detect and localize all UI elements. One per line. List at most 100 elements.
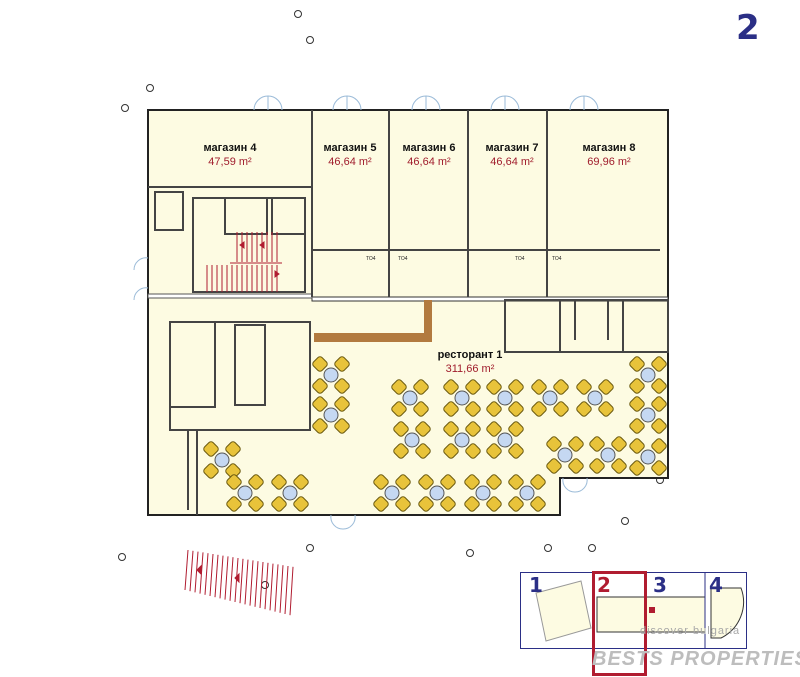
- table: [402, 390, 418, 406]
- door[interactable]: [583, 95, 599, 111]
- table: [454, 390, 470, 406]
- table-set: [486, 421, 524, 459]
- chair: [464, 496, 480, 512]
- watermark-text: discover bulgaria: [640, 625, 741, 637]
- panel-label: ТО4: [398, 256, 408, 262]
- shop-8-label: магазин 8: [583, 142, 636, 154]
- chair: [651, 396, 667, 412]
- chair: [486, 379, 502, 395]
- minimap-floor-1[interactable]: 1: [529, 573, 543, 597]
- chair: [443, 401, 459, 417]
- door[interactable]: [504, 95, 520, 111]
- panel-label: ТО4: [515, 256, 525, 262]
- column: [146, 84, 154, 92]
- table-set: [391, 379, 429, 417]
- table: [384, 485, 400, 501]
- chair: [589, 436, 605, 452]
- chair: [508, 496, 524, 512]
- chair: [486, 401, 502, 417]
- chair: [465, 443, 481, 459]
- door[interactable]: [569, 95, 585, 111]
- shop-5-area: 46,64 m²: [328, 156, 372, 168]
- column: [306, 36, 314, 44]
- table-set: [531, 379, 569, 417]
- door[interactable]: [425, 95, 441, 111]
- door[interactable]: [330, 514, 344, 530]
- chair: [465, 379, 481, 395]
- table-set: [312, 396, 350, 434]
- table: [475, 485, 491, 501]
- table-set: [464, 474, 502, 512]
- table: [640, 367, 656, 383]
- shop-7-label: магазин 7: [486, 142, 539, 154]
- door[interactable]: [133, 257, 149, 271]
- table-set: [393, 421, 431, 459]
- staircase: [206, 232, 282, 292]
- chair: [312, 418, 328, 434]
- chair: [508, 474, 524, 490]
- door[interactable]: [267, 95, 283, 111]
- chair: [418, 496, 434, 512]
- table: [429, 485, 445, 501]
- column: [544, 544, 552, 552]
- table: [497, 390, 513, 406]
- column: [121, 104, 129, 112]
- chair: [629, 460, 645, 476]
- chair: [651, 356, 667, 372]
- chair: [611, 458, 627, 474]
- door[interactable]: [490, 95, 506, 111]
- door[interactable]: [411, 95, 427, 111]
- minimap-floor-3[interactable]: 3: [653, 573, 667, 597]
- chair: [530, 496, 546, 512]
- chair: [271, 496, 287, 512]
- chair: [576, 379, 592, 395]
- chair: [651, 418, 667, 434]
- table: [282, 485, 298, 501]
- table-set: [508, 474, 546, 512]
- table: [600, 447, 616, 463]
- chair: [440, 496, 456, 512]
- chair: [629, 418, 645, 434]
- door[interactable]: [253, 95, 269, 111]
- chair: [312, 378, 328, 394]
- shop-5-label: магазин 5: [324, 142, 377, 154]
- table-set: [373, 474, 411, 512]
- door[interactable]: [574, 477, 588, 493]
- chair: [443, 379, 459, 395]
- chair: [464, 474, 480, 490]
- door[interactable]: [346, 95, 362, 111]
- table-set: [629, 396, 667, 434]
- corridor-divider: [147, 293, 313, 299]
- chair: [651, 460, 667, 476]
- door[interactable]: [332, 95, 348, 111]
- chair: [629, 356, 645, 372]
- table: [214, 452, 230, 468]
- chair: [312, 396, 328, 412]
- door[interactable]: [133, 287, 149, 301]
- minimap-floor-2[interactable]: 2: [597, 573, 611, 597]
- minimap-selected-frame: [592, 571, 647, 676]
- table-set: [443, 379, 481, 417]
- chair: [598, 401, 614, 417]
- chair: [611, 436, 627, 452]
- chair: [312, 356, 328, 372]
- door[interactable]: [562, 477, 576, 493]
- chair: [553, 379, 569, 395]
- chair: [486, 496, 502, 512]
- table: [640, 407, 656, 423]
- table-set: [203, 441, 241, 479]
- chair: [395, 496, 411, 512]
- exterior-staircase: [184, 549, 294, 616]
- table: [640, 449, 656, 465]
- minimap-floor-4[interactable]: 4: [709, 573, 723, 597]
- chair: [203, 463, 219, 479]
- table-set: [443, 421, 481, 459]
- shop-8-area: 69,96 m²: [587, 156, 631, 168]
- column: [621, 517, 629, 525]
- watermark-logo: BESTS PROPERTIES: [592, 648, 800, 670]
- floor-minimap: 1 2 3 4: [520, 571, 747, 676]
- chair: [413, 401, 429, 417]
- door[interactable]: [342, 514, 356, 530]
- chair: [415, 421, 431, 437]
